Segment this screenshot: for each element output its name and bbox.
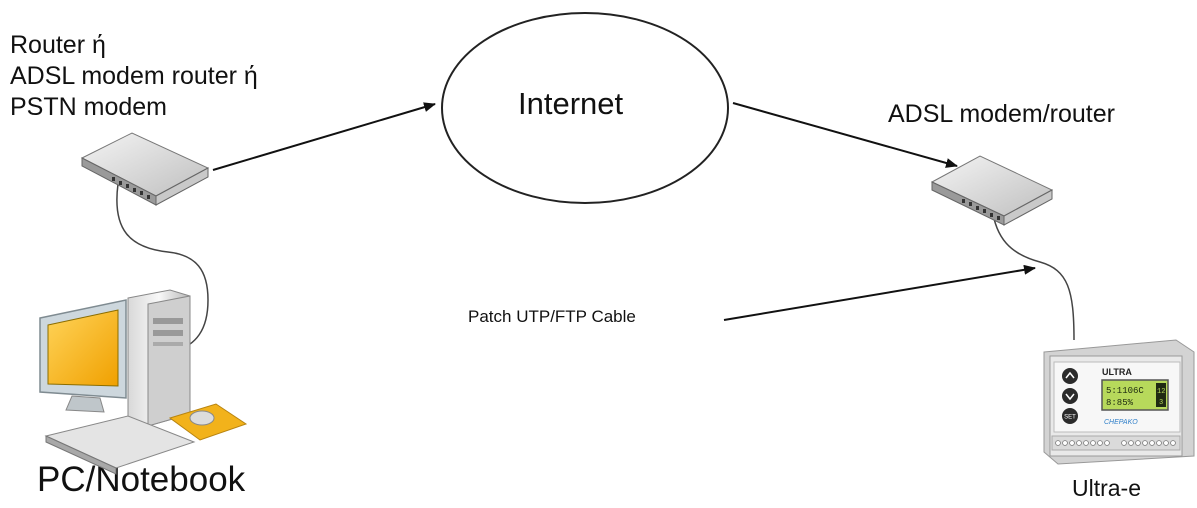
left-router-icon bbox=[80, 132, 210, 206]
up-button-icon bbox=[1062, 368, 1078, 384]
left-device-label-line-1: Router ή bbox=[10, 31, 106, 59]
lcd-side-digit-2: 3 bbox=[1159, 399, 1163, 407]
left-device-label: Router ή ADSL modem router ή PSTN modem bbox=[10, 30, 258, 123]
internet-node bbox=[441, 12, 729, 204]
right-router-icon bbox=[930, 155, 1054, 226]
lcd-line-2: 8:85% bbox=[1106, 398, 1134, 408]
ultra-controller-icon: SET ULTRA 5:1106C 8:85% 12 3 CHEPAKO bbox=[1043, 339, 1195, 465]
cable-pointer-arrow bbox=[723, 264, 1036, 321]
internet-to-right-router-arrow bbox=[732, 102, 958, 168]
left-device-label-line-2: ADSL modem router ή bbox=[10, 62, 258, 90]
pc-cable bbox=[116, 183, 209, 353]
internet-label: Internet bbox=[518, 86, 624, 121]
lcd-side-digit-1: 12 bbox=[1157, 388, 1165, 396]
controller-label: Ultra-e bbox=[1072, 475, 1142, 501]
down-button-icon bbox=[1062, 388, 1078, 404]
controller-brand: ULTRA bbox=[1102, 367, 1132, 377]
left-router-to-internet-arrow bbox=[212, 102, 436, 171]
pc-label: PC/Notebook bbox=[37, 460, 246, 499]
right-device-label: ADSL modem/router bbox=[888, 100, 1115, 128]
controller-cable bbox=[991, 207, 1075, 341]
controller-logo: CHEPAKO bbox=[1104, 419, 1138, 426]
left-device-label-line-3: PSTN modem bbox=[10, 93, 167, 121]
pc-icon bbox=[39, 289, 248, 475]
cable-label: Patch UTP/FTP Cable bbox=[468, 307, 636, 326]
lcd-line-1: 5:1106C bbox=[1106, 386, 1144, 396]
set-button-label: SET bbox=[1064, 415, 1076, 421]
set-button-icon bbox=[1062, 408, 1078, 424]
